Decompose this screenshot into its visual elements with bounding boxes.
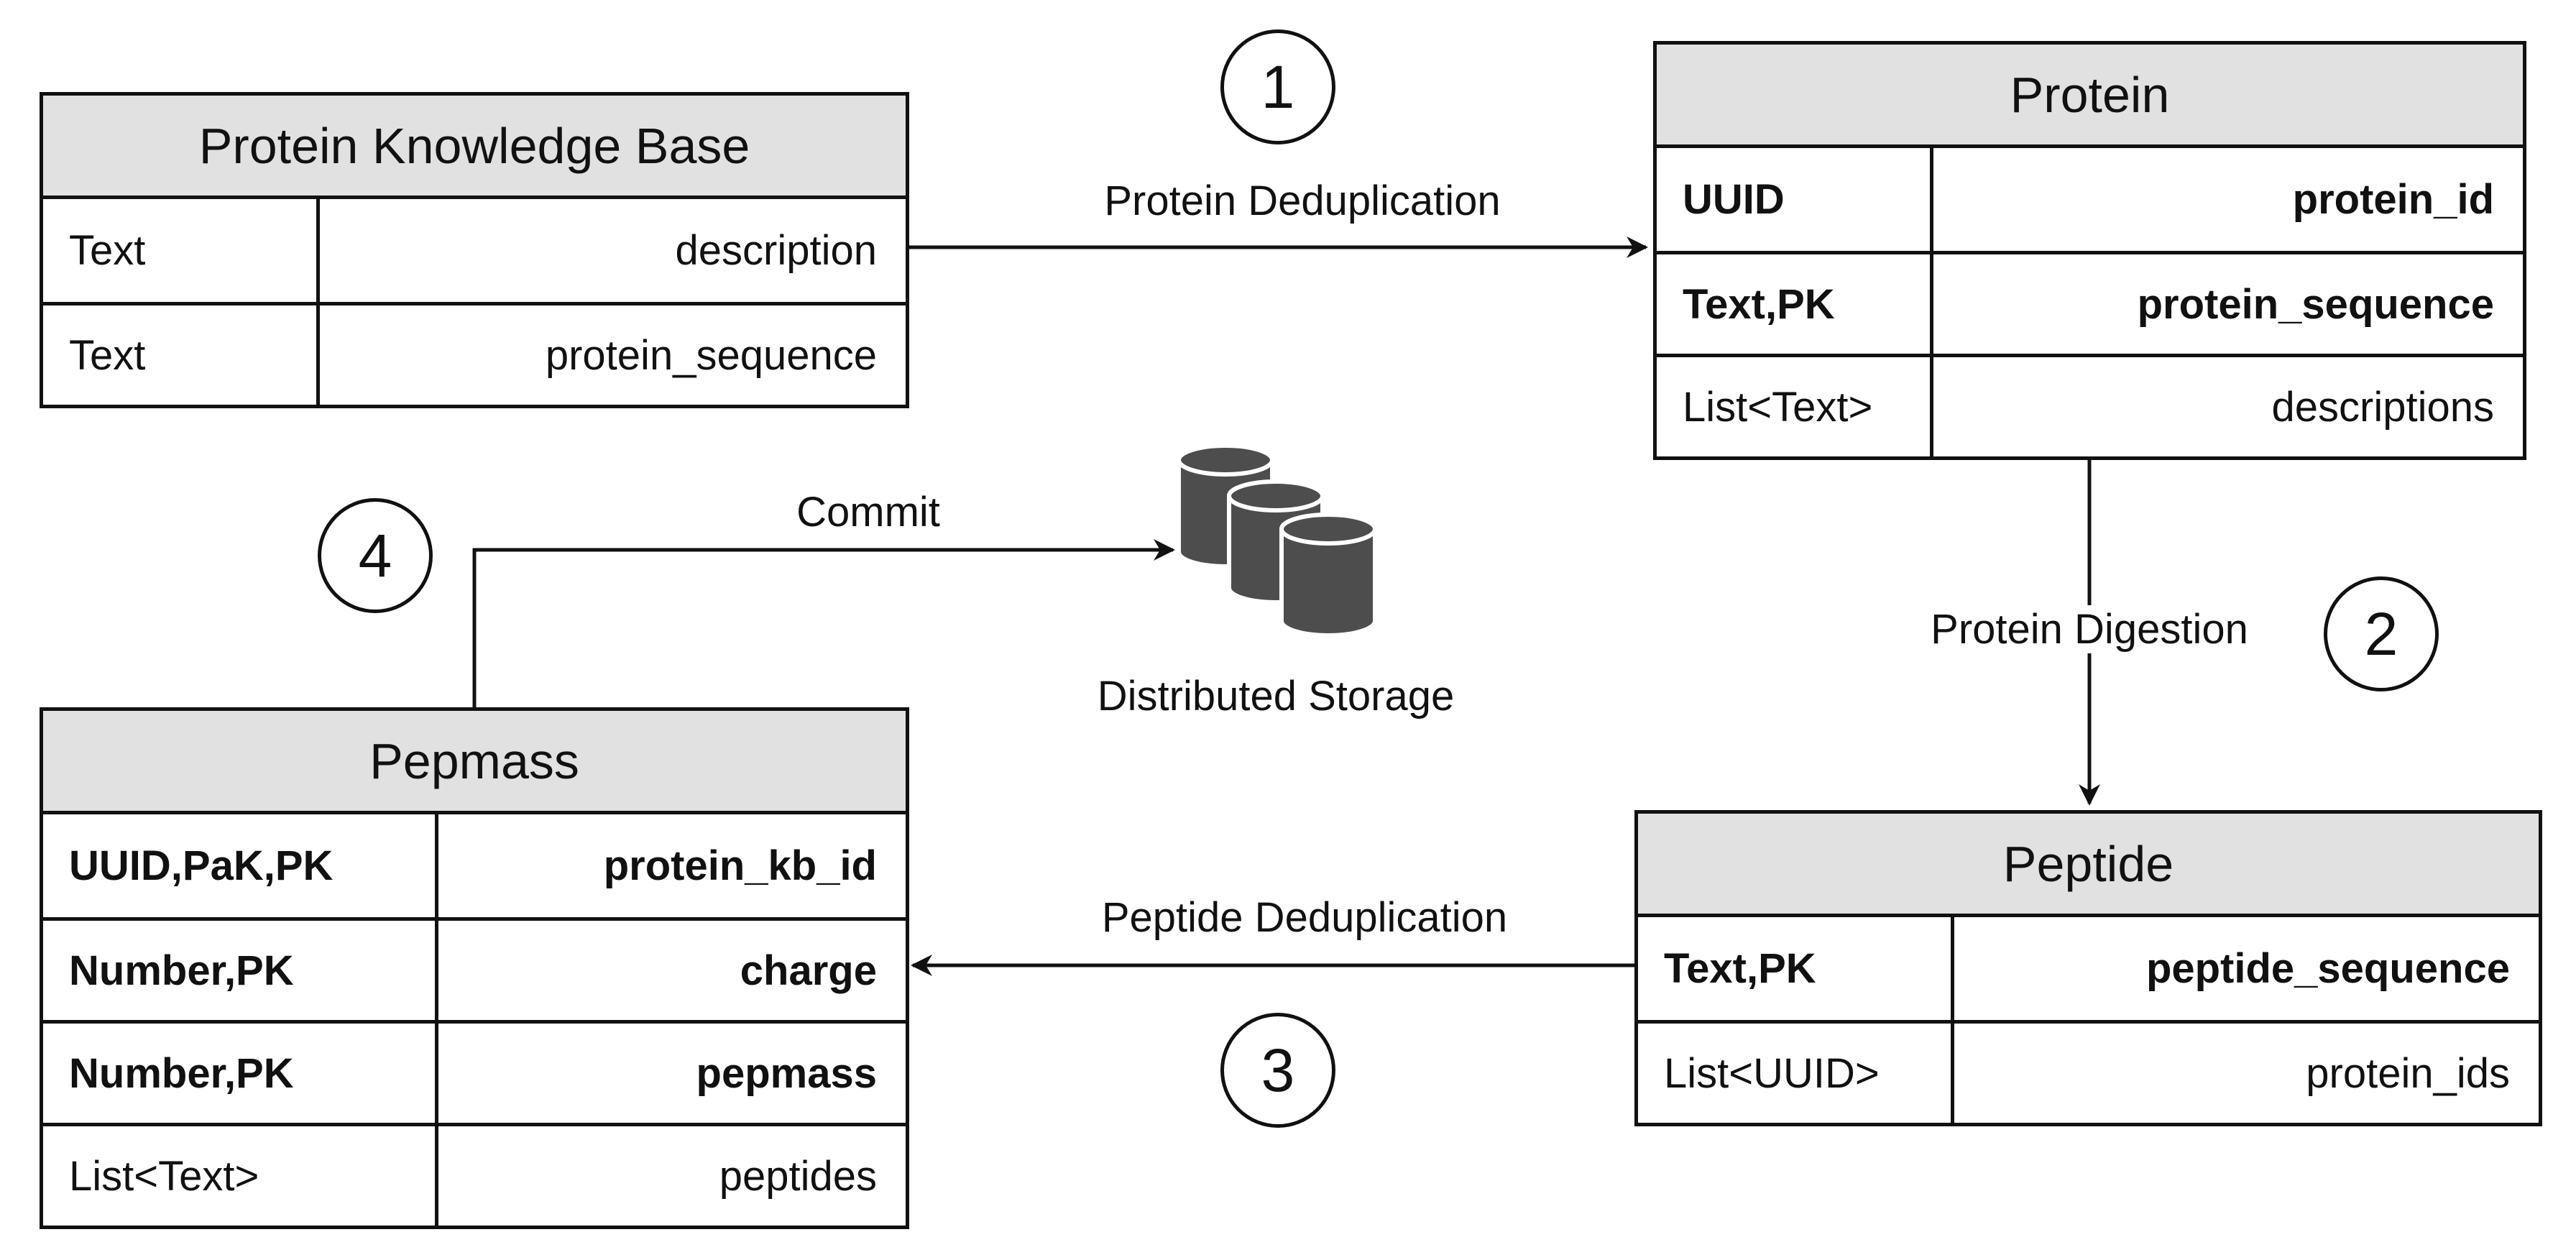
entity-row: UUID protein_id — [1657, 148, 2523, 251]
row-field: peptide_sequence — [2145, 945, 2510, 992]
step-2-badge: 2 — [2324, 576, 2439, 691]
row-type: Text,PK — [1638, 917, 1954, 1020]
row-type: Number,PK — [43, 1024, 438, 1123]
row-type: List<Text> — [43, 1126, 438, 1226]
label-protein-digestion: Protein Digestion — [1926, 605, 2253, 653]
label-protein-deduplication: Protein Deduplication — [1104, 178, 1501, 224]
row-field: descriptions — [2271, 383, 2494, 431]
row-field: description — [675, 227, 877, 274]
row-type: List<Text> — [1657, 357, 1933, 456]
row-field: protein_sequence — [545, 331, 877, 379]
label-peptide-deduplication: Peptide Deduplication — [1101, 894, 1508, 941]
entity-row: UUID,PaK,PK protein_kb_id — [43, 814, 906, 917]
row-field: protein_id — [2292, 176, 2494, 223]
row-type: UUID — [1657, 148, 1933, 251]
entity-title: Protein — [1657, 45, 2523, 148]
entity-row: Number,PK pepmass — [43, 1020, 906, 1123]
entity-row: Text,PK protein_sequence — [1657, 251, 2523, 354]
row-field: pepmass — [696, 1049, 877, 1097]
row-type: Text — [43, 199, 320, 302]
entity-row: Number,PK charge — [43, 917, 906, 1020]
entity-protein-knowledge-base: Protein Knowledge Base Text description … — [40, 92, 909, 408]
row-type: Number,PK — [43, 921, 438, 1020]
edge-commit — [472, 539, 1175, 707]
row-type: Text,PK — [1657, 254, 1933, 354]
row-field: protein_kb_id — [603, 842, 877, 889]
step-4-badge: 4 — [318, 498, 433, 613]
step-1-badge: 1 — [1220, 29, 1335, 144]
step-3-badge: 3 — [1220, 1013, 1335, 1128]
entity-title: Peptide — [1638, 814, 2539, 917]
row-field: peptides — [719, 1152, 877, 1200]
row-type: Text — [43, 305, 320, 405]
entity-row: Text description — [43, 199, 906, 302]
entity-title: Protein Knowledge Base — [43, 96, 906, 199]
entity-row: List<UUID> protein_ids — [1638, 1020, 2539, 1123]
entity-peptide: Peptide Text,PK peptide_sequence List<UU… — [1634, 810, 2542, 1126]
entity-row: List<Text> descriptions — [1657, 354, 2523, 456]
row-type: UUID,PaK,PK — [43, 814, 438, 917]
entity-pepmass: Pepmass UUID,PaK,PK protein_kb_id Number… — [40, 707, 909, 1229]
label-commit: Commit — [796, 489, 940, 535]
row-field: protein_ids — [2306, 1049, 2510, 1097]
row-type: List<UUID> — [1638, 1024, 1954, 1123]
entity-protein: Protein UUID protein_id Text,PK protein_… — [1653, 41, 2526, 460]
entity-row: Text,PK peptide_sequence — [1638, 917, 2539, 1020]
entity-row: List<Text> peptides — [43, 1123, 906, 1226]
storage-label: Distributed Storage — [1097, 673, 1455, 720]
row-field: charge — [740, 947, 877, 994]
row-field: protein_sequence — [2137, 280, 2494, 328]
database-icon — [1179, 444, 1377, 638]
entity-title: Pepmass — [43, 711, 906, 814]
entity-row: Text protein_sequence — [43, 302, 906, 405]
